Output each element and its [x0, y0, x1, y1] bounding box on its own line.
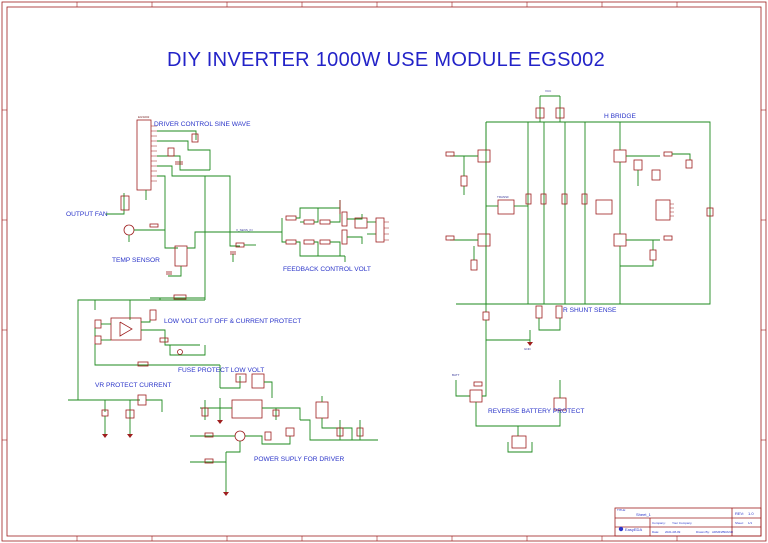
- right-connector: [595, 199, 714, 221]
- tb-company: Your Company: [672, 521, 692, 525]
- comparator-block: [94, 309, 220, 367]
- fan-circuit: [106, 193, 165, 242]
- tb-drawn-label: Drawn By:: [696, 530, 710, 534]
- tb-drawn: ADMIN/BRAND: [712, 530, 734, 534]
- section-vr-protect: VR PROTECT CURRENT: [95, 382, 171, 389]
- driver-caps: [167, 133, 199, 165]
- section-driver-control: DRIVER CONTROL SINE WAVE: [154, 121, 251, 128]
- section-shunt: R SHUNT SENSE: [563, 307, 617, 314]
- tb-company-label: Company:: [652, 521, 666, 525]
- transformer-connector: [486, 199, 528, 215]
- easyeda-logo-icon: EasyEDA: [618, 526, 642, 532]
- section-power-supply: POWER SUPLY FOR DRIVER: [254, 456, 344, 463]
- page-title: DIY INVERTER 1000W USE MODULE EGS002: [167, 49, 605, 71]
- section-output-fan: OUTPUT FAN: [66, 211, 108, 218]
- section-feedback: FEEDBACK CONTROL VOLT: [283, 266, 371, 273]
- right-mosfet-lower: [613, 190, 673, 304]
- svg-text:EGS002: EGS002: [138, 115, 150, 119]
- shunt-resistors: [456, 303, 563, 346]
- svg-text:EasyEDA: EasyEDA: [625, 527, 642, 532]
- tb-rev-label: REV:: [735, 511, 744, 516]
- battery-label: BATT: [452, 373, 460, 377]
- section-fuse-protect: FUSE PROTECT LOW VOLT: [178, 367, 264, 374]
- vr-protect-circuit: [68, 365, 221, 438]
- transformer-label: TRANSF: [497, 195, 509, 199]
- h-bridge-rails: [485, 95, 711, 305]
- tb-sheet-label: Sheet:: [735, 521, 744, 525]
- egs002-module: EGS002: [136, 115, 157, 191]
- reverse-battery-circuit: [455, 340, 567, 453]
- feedback-network: [229, 200, 389, 262]
- temp-sensor-circuit: [164, 231, 230, 277]
- tb-sheet: 1/1: [748, 521, 753, 525]
- gnd-label: GND: [524, 347, 532, 351]
- tb-date-label: Date:: [652, 530, 659, 534]
- section-temp-sensor: TEMP SENSOR: [112, 257, 160, 264]
- h-bridge-caps: [525, 193, 588, 205]
- driver-control-wires: [145, 130, 231, 300]
- tb-rev: 1.0: [748, 511, 754, 516]
- tb-title-label: TITLE:: [617, 508, 626, 512]
- section-battery-protect: REVERSE BATTERY PROTECT: [488, 408, 584, 415]
- section-h-bridge: H BRIDGE: [604, 113, 636, 120]
- feedback-net-label: V_SENS_IN: [236, 228, 253, 232]
- tb-sheet-name: Sheet_1: [636, 512, 652, 517]
- right-mosfet-upper: [613, 122, 693, 190]
- power-supply-circuit: [190, 373, 378, 496]
- section-low-volt: LOW VOLT CUT OFF & CURRENT PROTECT: [164, 318, 301, 325]
- title-block: TITLE: Sheet_1 REV: 1.0 Company: Your Co…: [614, 507, 762, 537]
- tb-date: 2021-08-09: [665, 530, 681, 534]
- vcc-label: VCC: [545, 89, 552, 93]
- left-mosfet-lower: [445, 190, 491, 304]
- left-mosfet-upper: [445, 122, 491, 195]
